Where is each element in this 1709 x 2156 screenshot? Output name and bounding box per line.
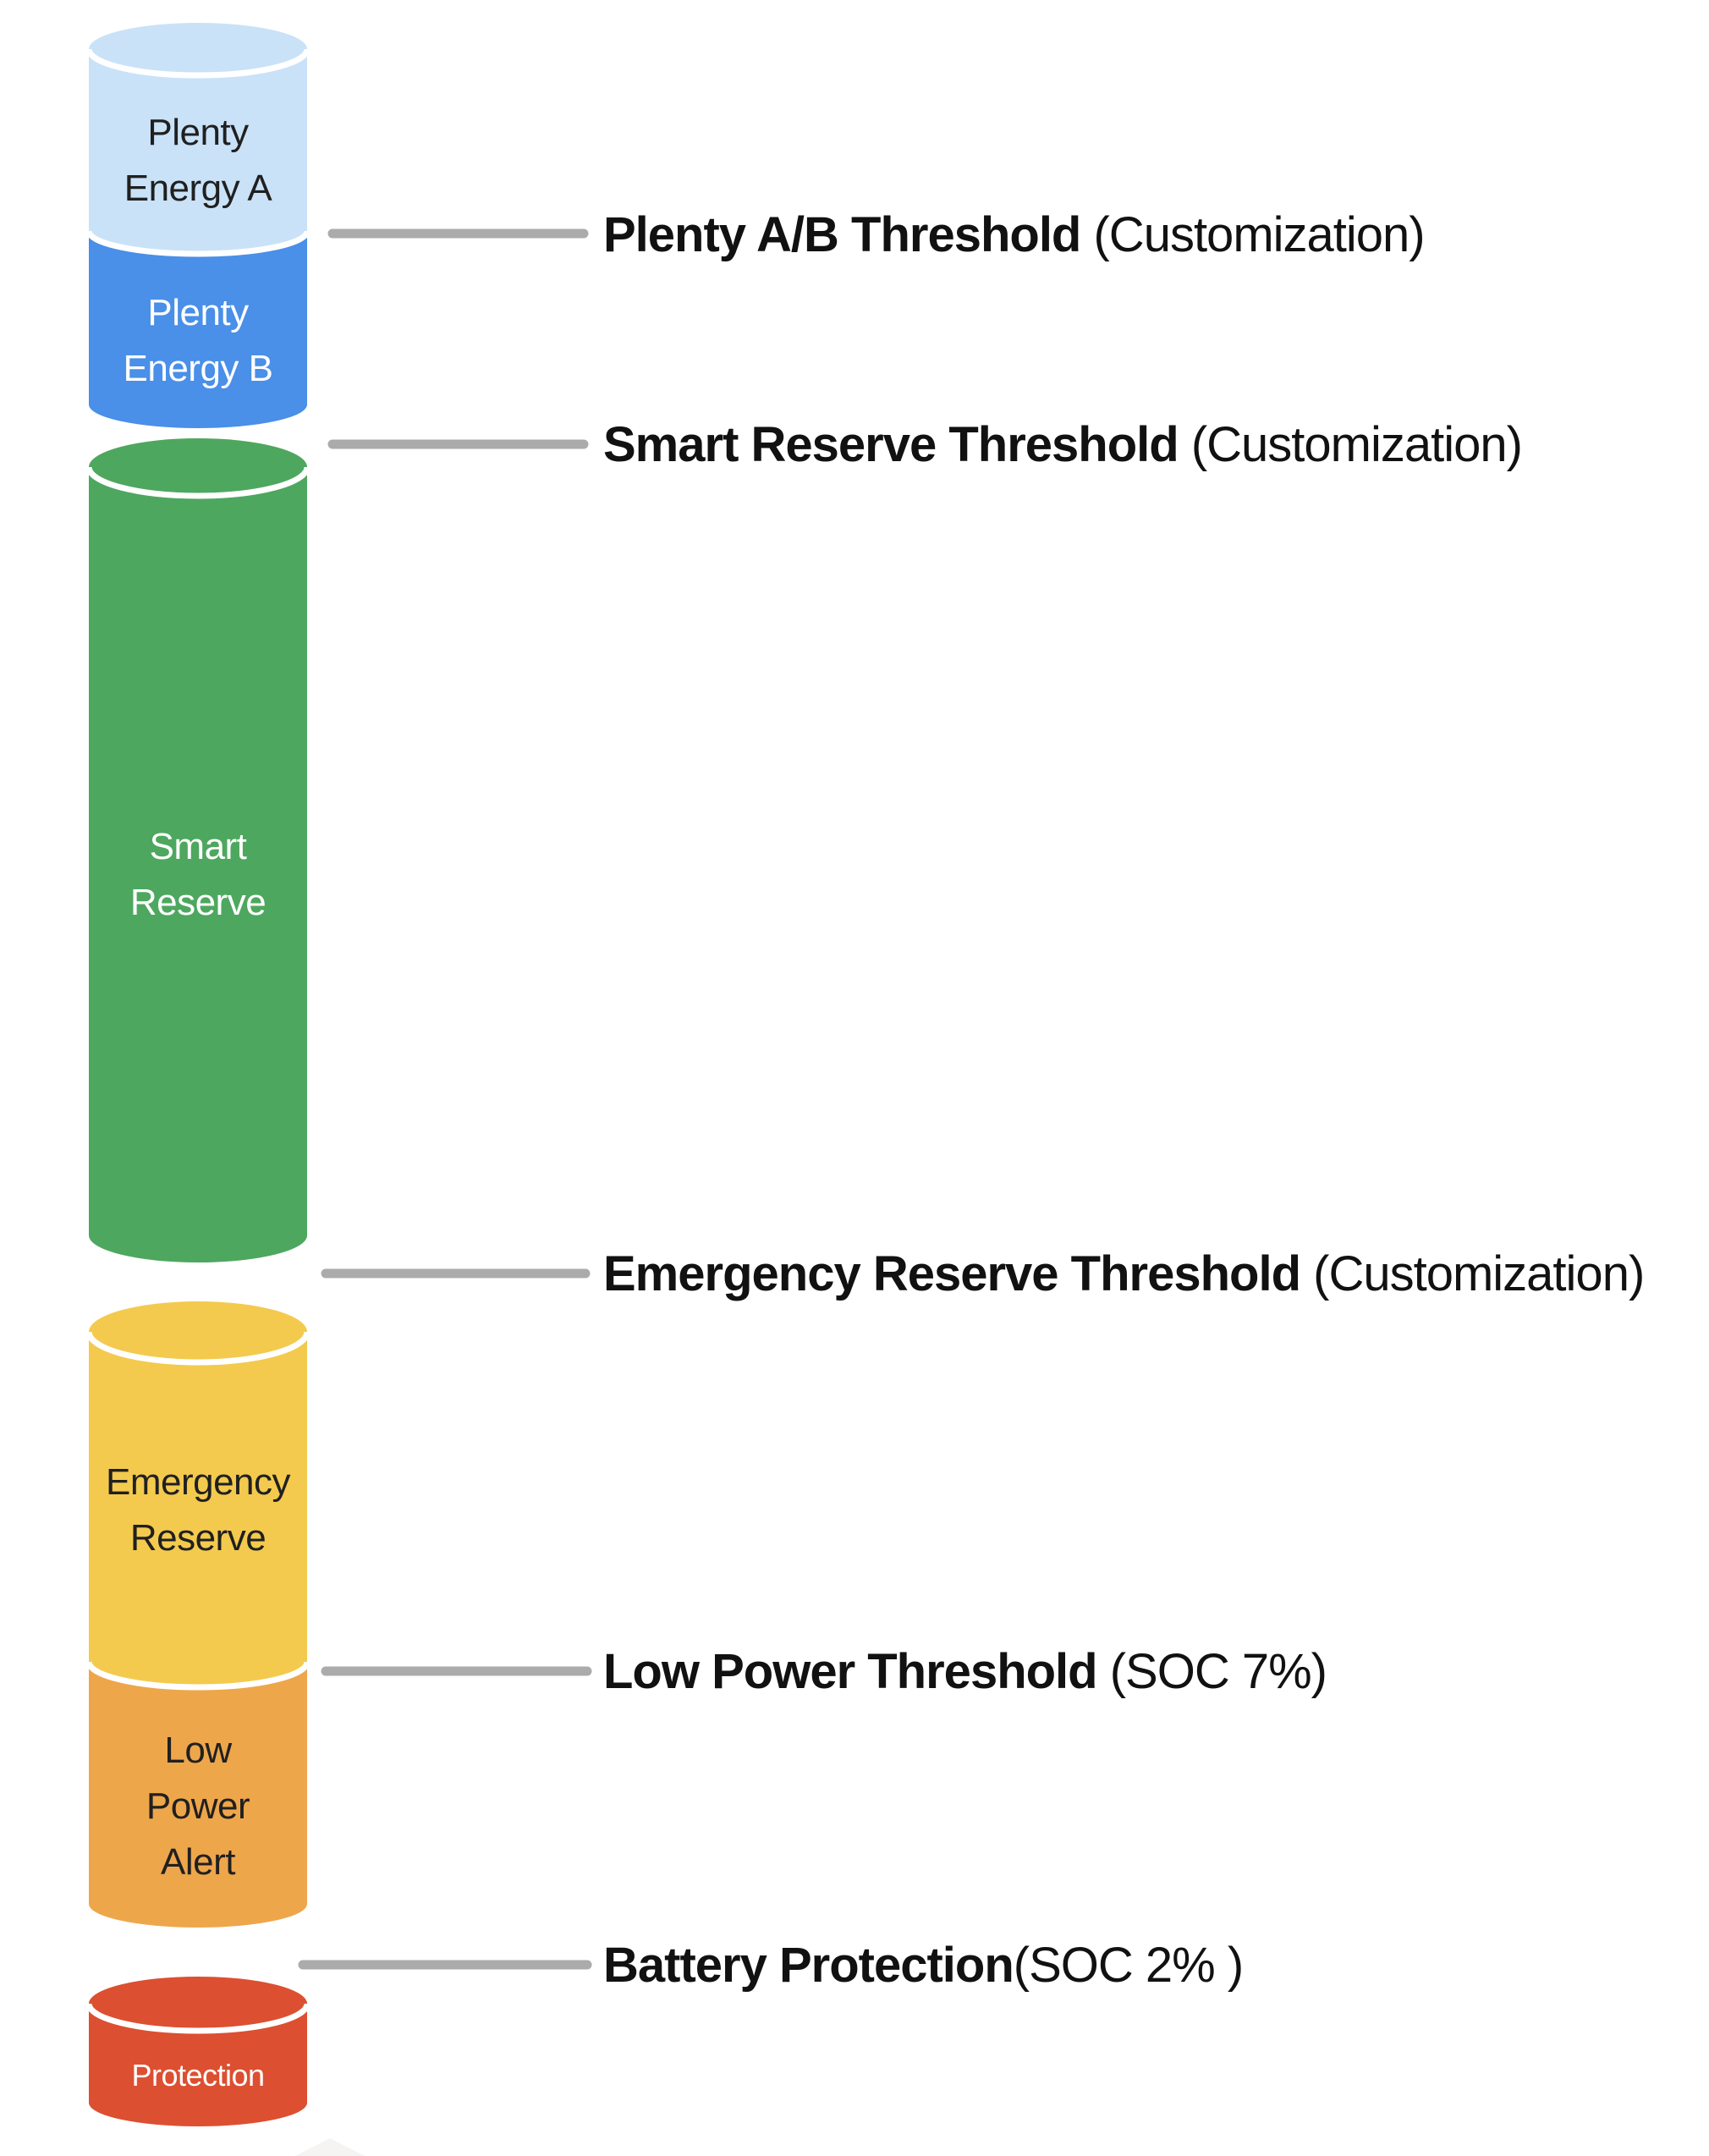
bottom-shadow-blob — [294, 2138, 365, 2156]
threshold-label-low-power: Low Power Threshold (SOC 7%) — [603, 1643, 1327, 1699]
threshold-label-rest: (SOC 7%) — [1096, 1643, 1327, 1699]
cylinder-rim-emergency-reserve — [85, 1331, 310, 1366]
threshold-label-bold: Smart Reserve Threshold — [603, 416, 1179, 472]
segment-label-low-power-alert: Low Power Alert — [146, 1730, 250, 1883]
segment-label-plenty-energy-a: Plenty Energy A — [124, 112, 272, 209]
threshold-label-rest: (Customization) — [1080, 206, 1425, 262]
threshold-label-rest: (Customization) — [1300, 1246, 1645, 1301]
cylinder-segment-protection — [89, 1977, 307, 2126]
cylinder-segment-smart-reserve — [89, 438, 307, 1262]
cylinder-rim-plenty-a — [85, 48, 310, 79]
threshold-label-smart-reserve: Smart Reserve Threshold (Customization) — [603, 416, 1523, 472]
threshold-label-rest: (SOC 2% ) — [1013, 1937, 1244, 1993]
separator-emergency-lowpower — [85, 1661, 310, 1691]
cylinder-segment-low-power-alert — [89, 1662, 307, 1928]
separator-plenty-ab — [85, 230, 310, 257]
threshold-label-battery-protection: Battery Protection(SOC 2% ) — [603, 1937, 1244, 1993]
segment-label-plenty-energy-b: Plenty Energy B — [123, 292, 273, 389]
segment-label-smart-reserve: Smart Reserve — [129, 826, 267, 923]
cylinder-segment-emergency-reserve — [89, 1301, 307, 1687]
cylinder-rim-protection — [85, 2003, 310, 2034]
segment-label-protection: Protection — [131, 2058, 265, 2093]
threshold-label-emergency-reserve: Emergency Reserve Threshold (Customizati… — [603, 1246, 1645, 1301]
cylinder-rim-smart-reserve — [85, 466, 310, 499]
threshold-label-bold: Battery Protection — [603, 1937, 1014, 1993]
cylinder-segment-plenty-b — [89, 231, 307, 428]
threshold-label-bold: Plenty A/B Threshold — [603, 206, 1081, 262]
segment-label-emergency-reserve: Emergency Reserve — [105, 1461, 291, 1559]
threshold-label-bold: Low Power Threshold — [603, 1643, 1098, 1699]
threshold-label-rest: (Customization) — [1178, 416, 1523, 472]
threshold-label-bold: Emergency Reserve Threshold — [603, 1246, 1301, 1301]
cylinder-segment-plenty-a — [89, 23, 307, 254]
threshold-label-plenty-ab: Plenty A/B Threshold (Customization) — [603, 206, 1426, 262]
